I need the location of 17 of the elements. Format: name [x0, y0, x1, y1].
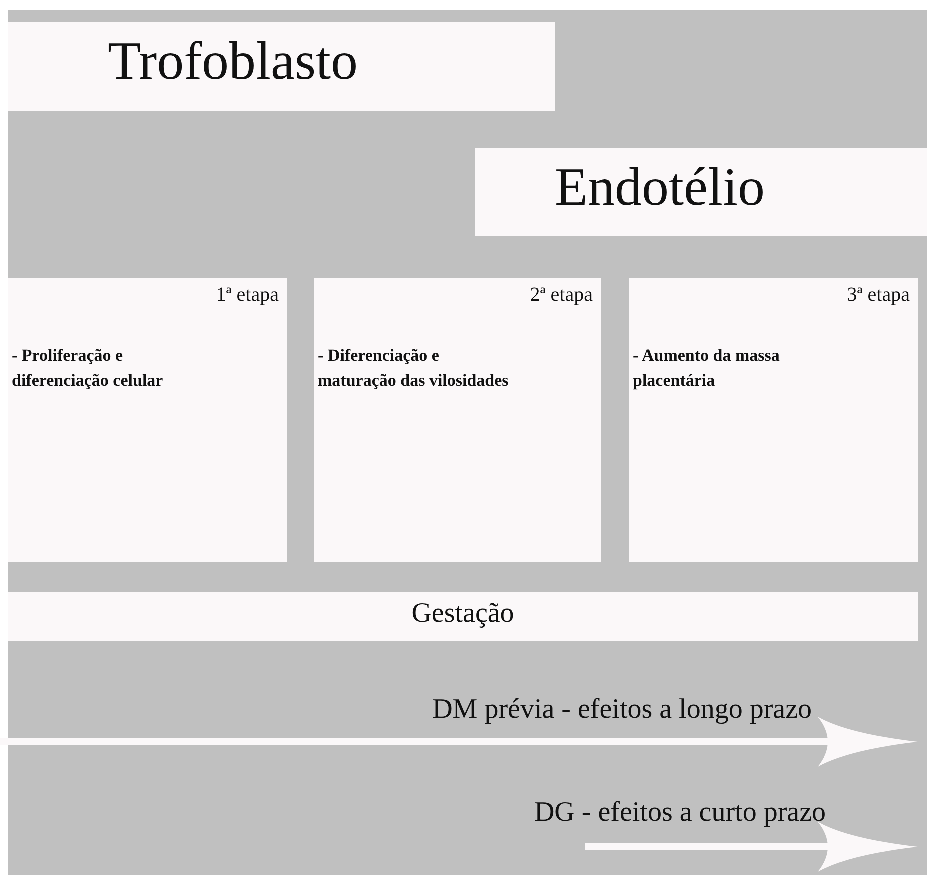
heading: Endotélio	[555, 156, 765, 218]
title-box	[8, 22, 555, 111]
timeline-band	[8, 592, 918, 641]
stage-description: - Proliferação e diferenciação celular	[12, 345, 164, 392]
stage-number: 2ª etapa	[530, 284, 593, 307]
band-label: Gestação	[410, 598, 516, 630]
stage-description: - Diferenciação e maturação das vilosidades	[318, 345, 510, 392]
stage-box	[314, 278, 601, 562]
stage-number: 3ª etapa	[847, 284, 910, 307]
heading: Trofoblasto	[108, 30, 358, 92]
arrow-label: DG - efeitos a curto prazo	[534, 797, 826, 829]
arrow-label: DM prévia - efeitos a longo prazo	[432, 694, 812, 726]
stage-box	[629, 278, 918, 562]
stage-number: 1ª etapa	[216, 284, 279, 307]
stage-box	[8, 278, 287, 562]
title-box	[475, 148, 927, 236]
stage-description: - Aumento da massa placentária	[633, 345, 781, 392]
